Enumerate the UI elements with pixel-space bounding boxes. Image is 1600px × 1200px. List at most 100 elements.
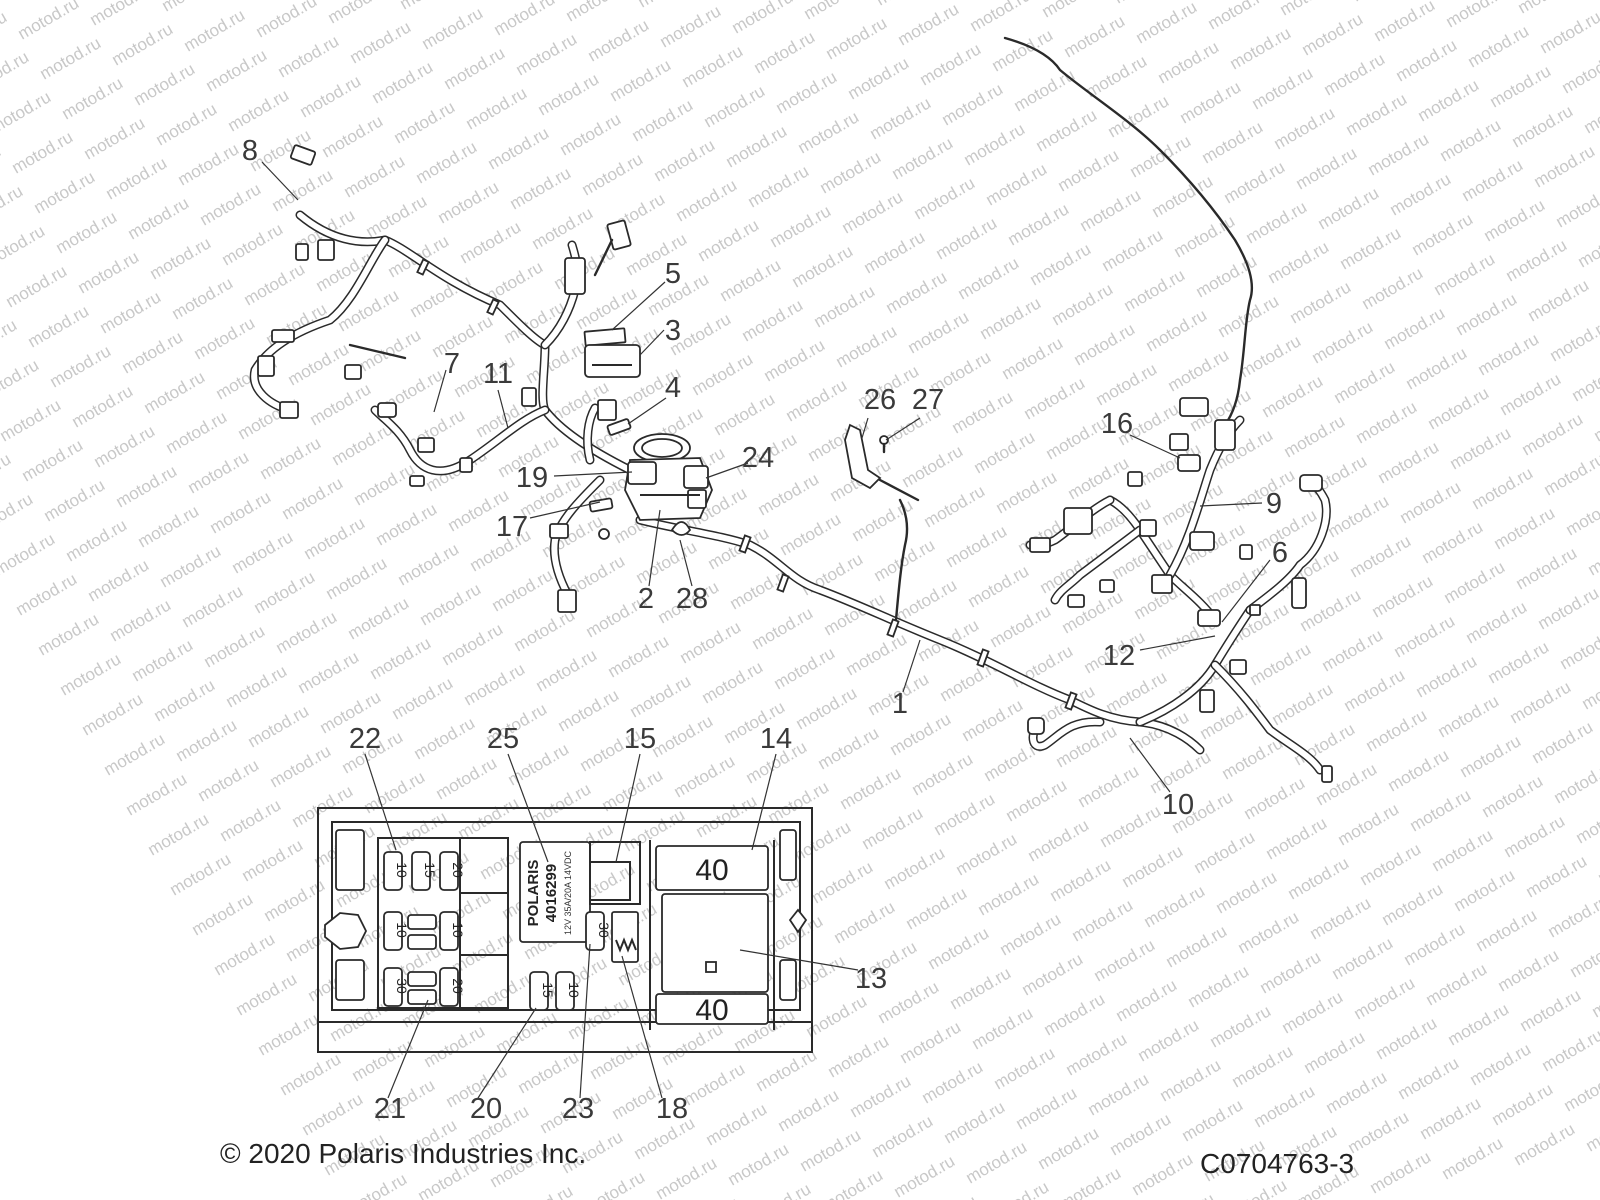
watermark-text: motod.ru	[1517, 985, 1585, 1035]
watermark-text: motod.ru	[341, 151, 409, 201]
watermark-text: motod.ru	[1535, 583, 1600, 633]
watermark-text: motod.ru	[233, 969, 301, 1019]
watermark-text: motod.ru	[323, 553, 391, 603]
watermark-text: motod.ru	[131, 59, 199, 109]
watermark-text: motod.ru	[1265, 237, 1333, 287]
watermark-text: motod.ru	[777, 509, 845, 559]
watermark-text: motod.ru	[113, 461, 181, 511]
watermark-text: motod.ru	[1569, 355, 1600, 405]
watermark-text: motod.ru	[1349, 0, 1417, 5]
watermark-text: motod.ru	[873, 0, 941, 9]
watermark-text: motod.ru	[773, 67, 841, 117]
watermark-text: motod.ru	[1541, 449, 1600, 499]
watermark-text: motod.ru	[859, 803, 927, 853]
watermark-text: motod.ru	[809, 857, 877, 907]
watermark-text: motod.ru	[745, 161, 813, 211]
watermark-text: motod.ru	[343, 1169, 411, 1200]
watermark-text: motod.ru	[673, 175, 741, 225]
fuse-label-10-mid: 10	[566, 982, 582, 998]
watermark-text: motod.ru	[1025, 815, 1093, 865]
watermark-text: motod.ru	[363, 191, 431, 241]
watermark-text: motod.ru	[1495, 945, 1563, 995]
watermark-text: motod.ru	[53, 207, 121, 257]
watermark-text: motod.ru	[1309, 317, 1377, 367]
watermark-text: motod.ru	[1371, 0, 1439, 45]
watermark-text: motod.ru	[1323, 1067, 1391, 1117]
watermark-text: motod.ru	[1331, 357, 1399, 407]
watermark-text: motod.ru	[1407, 785, 1475, 835]
callout-19: 19	[516, 462, 548, 494]
callout-24: 24	[742, 442, 774, 474]
watermark-text: motod.ru	[905, 307, 973, 357]
watermark-text: motod.ru	[253, 0, 321, 41]
watermark-text: motod.ru	[373, 499, 441, 549]
callout-18: 18	[656, 1093, 688, 1125]
watermark-text: motod.ru	[1069, 895, 1137, 945]
watermark-text: motod.ru	[1425, 383, 1493, 433]
watermark-text: motod.ru	[1237, 331, 1305, 381]
watermark-text: motod.ru	[1531, 141, 1599, 191]
watermark-text: motod.ru	[1271, 103, 1339, 153]
watermark-text: motod.ru	[345, 593, 413, 643]
watermark-text: motod.ru	[1121, 265, 1189, 315]
watermark-text: motod.ru	[557, 109, 625, 159]
watermark-text: motod.ru	[881, 843, 949, 893]
watermark-text: motod.ru	[1529, 717, 1597, 767]
watermark-text: motod.ru	[1573, 797, 1600, 847]
watermark-text: motod.ru	[107, 595, 175, 645]
watermark-text: motod.ru	[1019, 949, 1087, 999]
callout-5: 5	[665, 258, 681, 290]
watermark-text: motod.ru	[1263, 813, 1331, 863]
watermark-text: motod.ru	[939, 79, 1007, 129]
watermark-text: motod.ru	[1583, 1105, 1600, 1155]
watermark-text: motod.ru	[1387, 169, 1455, 219]
watermark-text: motod.ru	[507, 163, 575, 213]
watermark-text: motod.ru	[0, 489, 36, 539]
watermark-text: motod.ru	[1443, 0, 1511, 31]
watermark-text: motod.ru	[245, 701, 313, 751]
watermark-text: motod.ru	[889, 133, 957, 183]
watermark-text: motod.ru	[1063, 1029, 1131, 1079]
watermark-text: motod.ru	[441, 43, 509, 93]
watermark-text: motod.ru	[1047, 855, 1115, 905]
watermark-text: motod.ru	[1049, 279, 1117, 329]
watermark-text: motod.ru	[579, 149, 647, 199]
watermark-text: motod.ru	[555, 685, 623, 735]
watermark-text: motod.ru	[999, 333, 1067, 383]
watermark-text: motod.ru	[509, 1181, 577, 1200]
watermark-text: motod.ru	[1033, 105, 1101, 155]
watermark-text: motod.ru	[439, 619, 507, 669]
watermark-text: motod.ru	[1287, 277, 1355, 327]
watermark-text: motod.ru	[207, 487, 275, 537]
watermark-text: motod.ru	[815, 723, 883, 773]
watermark-text: motod.ru	[411, 713, 479, 763]
watermark-text: motod.ru	[1149, 171, 1217, 221]
watermark-text: motod.ru	[1151, 1189, 1219, 1200]
watermark-text: motod.ru	[141, 367, 209, 417]
watermark-text: motod.ru	[1157, 1055, 1225, 1105]
watermark-text: motod.ru	[421, 1021, 489, 1071]
watermark-text: motod.ru	[765, 777, 833, 827]
watermark-text: motod.ru	[1321, 49, 1389, 99]
watermark-text: motod.ru	[511, 605, 579, 655]
watermark-text: motod.ru	[701, 81, 769, 131]
watermark-text: motod.ru	[1111, 0, 1179, 7]
watermark-text: motod.ru	[189, 889, 257, 939]
watermark-text: motod.ru	[1113, 975, 1181, 1025]
watermark-text: motod.ru	[1393, 35, 1461, 85]
watermark-text: motod.ru	[1177, 77, 1245, 127]
watermark-text: motod.ru	[229, 527, 297, 577]
watermark-text: motod.ru	[883, 267, 951, 317]
callout-2: 2	[638, 583, 654, 615]
watermark-text: motod.ru	[1213, 867, 1281, 917]
watermark-text: motod.ru	[1487, 61, 1555, 111]
watermark-text: motod.ru	[1435, 691, 1503, 741]
watermark-text: motod.ru	[1107, 1109, 1175, 1159]
watermark-text: motod.ru	[629, 95, 697, 145]
watermark-text: motod.ru	[1075, 761, 1143, 811]
relay-brand-text: POLARIS	[525, 860, 542, 927]
watermark-text: motod.ru	[1221, 157, 1289, 207]
watermark-text: motod.ru	[455, 793, 523, 843]
watermark-text: motod.ru	[203, 45, 271, 95]
